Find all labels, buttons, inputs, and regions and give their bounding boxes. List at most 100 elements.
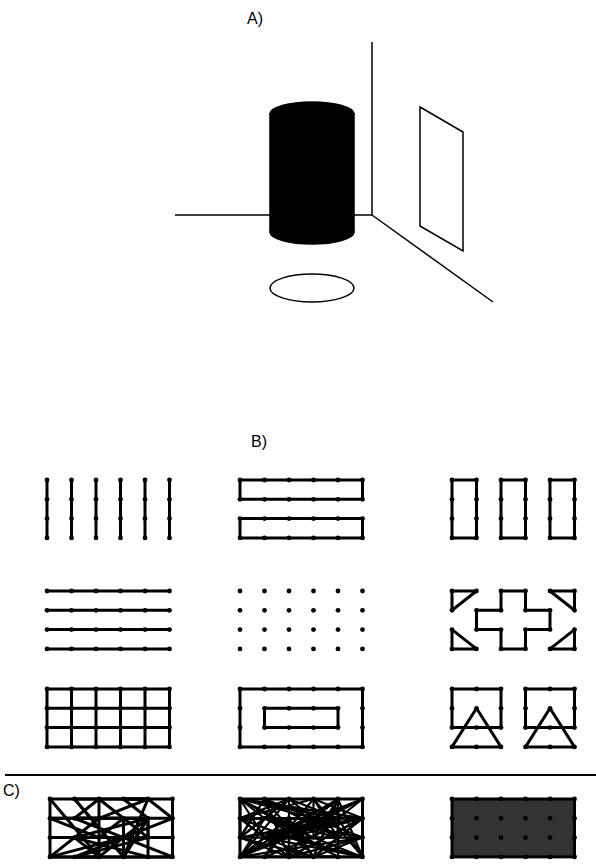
lattice-dot (170, 855, 175, 860)
lattice-dot (238, 797, 243, 802)
lattice-line (99, 799, 124, 818)
lattice-line (50, 836, 173, 839)
cylinder-body (270, 114, 354, 232)
lattice-shape (477, 591, 551, 649)
lattice-dot (167, 478, 172, 483)
lattice-dot (450, 497, 455, 502)
cylinder-bottom (270, 220, 354, 244)
lattice-dot (572, 497, 577, 502)
dense-pattern (238, 797, 365, 860)
panel-label: B) (251, 432, 267, 451)
lattice-dot (548, 516, 553, 521)
lattice-dot (118, 706, 123, 711)
lattice-shape (526, 708, 575, 747)
wall-edge (371, 42, 373, 215)
lattice-dot (523, 687, 528, 692)
lattice-dot (287, 725, 292, 730)
lattice-dot (143, 627, 148, 632)
lattice-dot (336, 516, 341, 521)
lattice-dot (450, 627, 455, 632)
wall-panel (420, 107, 463, 251)
lattice-dot (572, 516, 577, 521)
lattice-dot (167, 516, 172, 521)
lattice-dot (499, 745, 504, 750)
lattice-dot (311, 816, 316, 821)
lattice-shape (452, 630, 477, 649)
lattice-dot (450, 589, 455, 594)
lattice-dot (499, 608, 504, 613)
lattice-dot (336, 687, 341, 692)
lattice-dot (121, 855, 126, 860)
lattice-dot (499, 497, 504, 502)
lattice-dot (94, 516, 99, 521)
lattice-shape (501, 480, 526, 538)
lattice-dot (69, 516, 74, 521)
lattice-dot (450, 516, 455, 521)
lattice-dot (474, 687, 479, 692)
lattice-dot (311, 478, 316, 483)
lattice-dot (572, 855, 577, 860)
lattice-dot (287, 497, 292, 502)
lattice-line (289, 818, 314, 857)
lattice-dot (360, 589, 365, 594)
lattice-dot (572, 687, 577, 692)
lattice-dot (287, 478, 292, 483)
lattice-dot (572, 725, 577, 730)
lattice-dot (238, 516, 243, 521)
lattice-dot (523, 706, 528, 711)
lattice-dot (118, 725, 123, 730)
lattice-dot (118, 497, 123, 502)
lattice-dot (97, 855, 102, 860)
lattice-dot (548, 589, 553, 594)
panel-label: C) (3, 781, 20, 800)
lattice-dot (548, 647, 553, 652)
lattice-dot (311, 608, 316, 613)
lattice-dot (287, 687, 292, 692)
lattice-dot (94, 706, 99, 711)
lattice-line (144, 689, 147, 747)
lattice-line (265, 818, 363, 837)
lattice-line (50, 836, 173, 839)
lattice-dot (167, 627, 172, 632)
lattice-line (148, 799, 173, 818)
lattice-dot (499, 797, 504, 802)
lattice-dot (523, 797, 528, 802)
lattice-dot (311, 855, 316, 860)
lattice-line (240, 818, 265, 837)
lattice-dot (499, 647, 504, 652)
lattice-line (47, 647, 170, 650)
lattice-dot (287, 516, 292, 521)
lattice-dot (45, 647, 50, 652)
lattice-line (50, 799, 99, 857)
lattice-dot (238, 589, 243, 594)
lattice-dot (311, 687, 316, 692)
lattice-dot (45, 589, 50, 594)
lattice-dot (450, 745, 455, 750)
lattice-shape (240, 519, 363, 538)
lattice-dot (360, 835, 365, 840)
lattice-dot (287, 706, 292, 711)
lattice-dot (69, 589, 74, 594)
filled-rect (452, 799, 575, 857)
lattice-dot (287, 647, 292, 652)
dot-pattern (238, 589, 365, 652)
filled-pattern (450, 797, 577, 860)
lattice-dot (548, 627, 553, 632)
lattice-dot (572, 835, 577, 840)
lattice-dot (311, 589, 316, 594)
lattice-dot (336, 536, 341, 541)
lattice-line (240, 799, 314, 818)
lattice-dot (311, 497, 316, 502)
lattice-dot (121, 835, 126, 840)
lattice-dot (262, 687, 267, 692)
lattice-dot (450, 478, 455, 483)
lattice-dot (287, 835, 292, 840)
lattice-line (50, 818, 99, 857)
lattice-dot (170, 835, 175, 840)
lattice-dot (167, 687, 172, 692)
lattice-dot (450, 608, 455, 613)
lattice-dot (45, 627, 50, 632)
lattice-dot (238, 687, 243, 692)
lattice-dot (474, 478, 479, 483)
lattice-line (144, 480, 147, 538)
